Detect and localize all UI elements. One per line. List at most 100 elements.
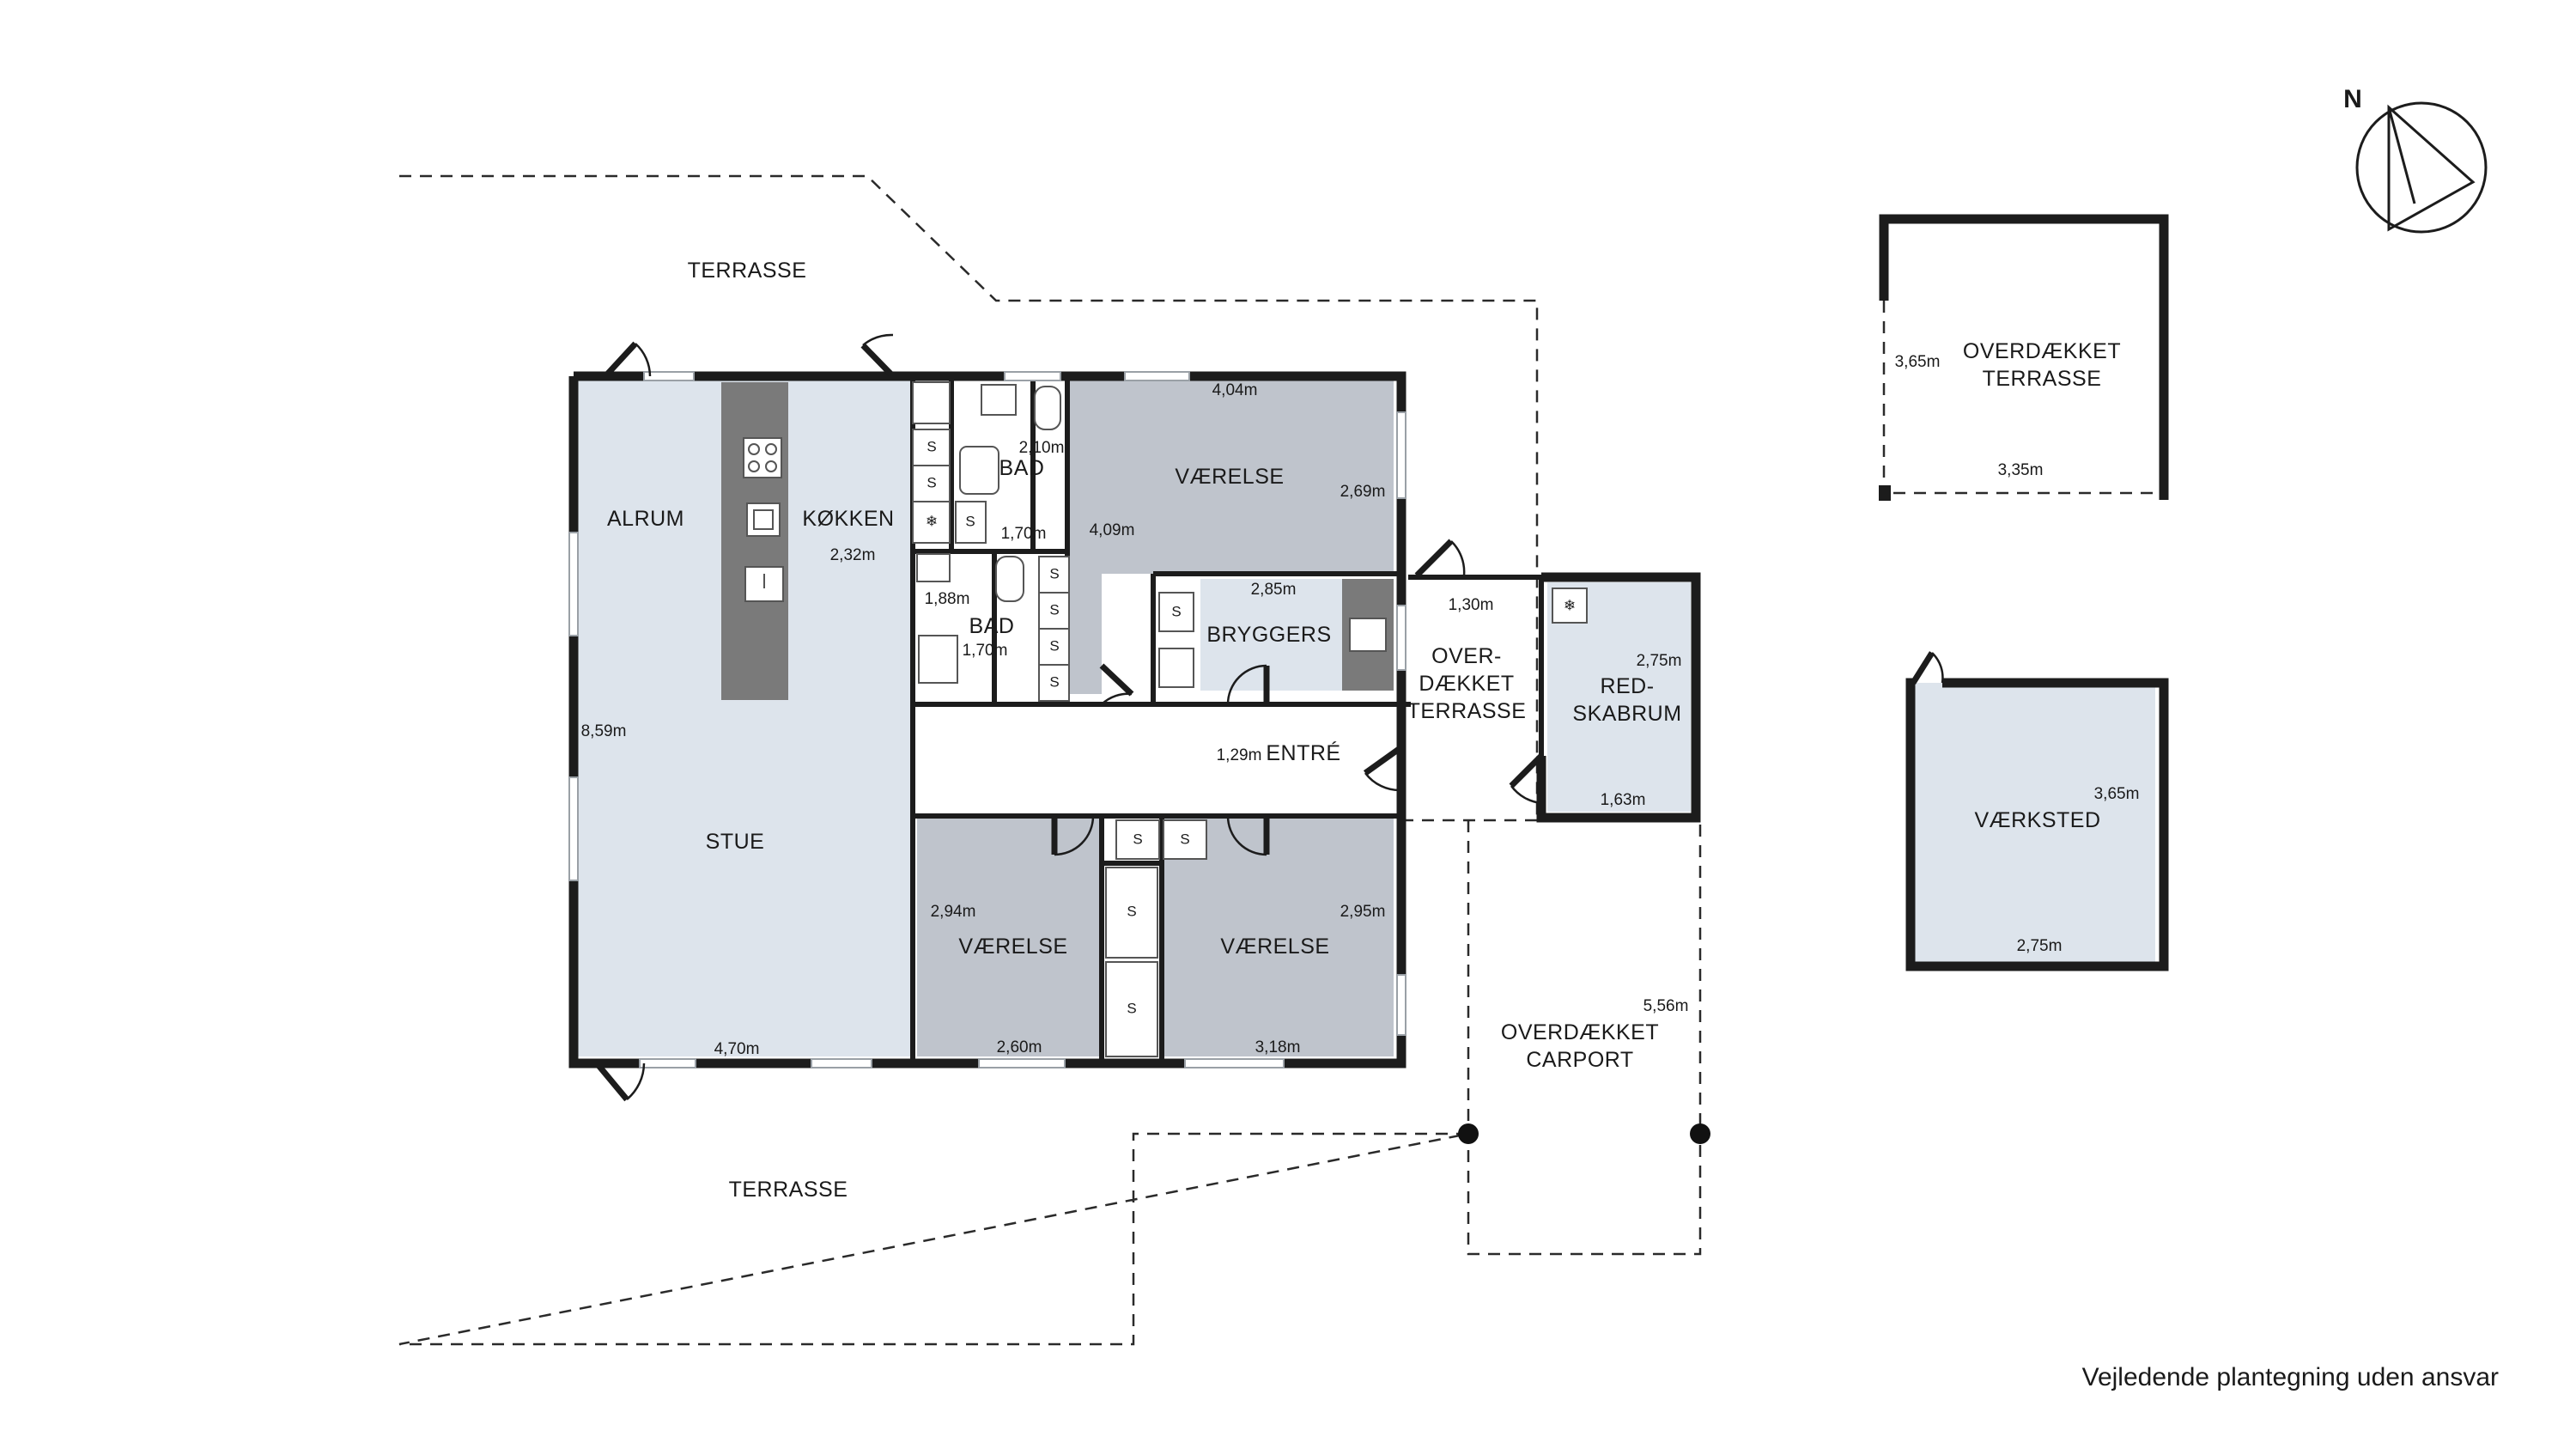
carport-post	[1690, 1123, 1710, 1144]
dim-vaerksted-depth: 3,65m	[2094, 785, 2140, 803]
door-vaerelse-2	[1051, 815, 1095, 856]
toilet-icon	[1034, 386, 1061, 430]
room-vaerelse-2: VÆRELSE	[958, 935, 1067, 959]
room-vaerelse-3: VÆRELSE	[1220, 935, 1329, 959]
closet-marker: S	[1049, 637, 1059, 654]
oven-icon	[746, 502, 781, 537]
room-vaerelse-1: VÆRELSE	[1175, 465, 1284, 489]
dim-vaerelse1-depth: 2,69m	[1340, 483, 1386, 501]
dim-hall-length: 4,09m	[1090, 521, 1135, 539]
closet-marker: S	[1049, 565, 1059, 581]
dim-bad1-depth: 1,70m	[1001, 525, 1047, 543]
compass-north-label: N	[2343, 85, 2362, 113]
kitchen-island	[721, 382, 788, 700]
closet-marker: S	[927, 438, 936, 454]
freezer-box	[1552, 588, 1588, 624]
dim-annex-terrasse-depth: 3,65m	[1895, 353, 1941, 371]
room-redskabrum-line2: SKABRUM	[1572, 702, 1681, 726]
room-overd-terrasse-line2: DÆKKET	[1419, 672, 1514, 696]
vaerksted-walls	[1905, 678, 2169, 971]
dim-stue-length: 8,59m	[581, 722, 627, 740]
room-annex-terrasse-line1: OVERDÆKKET	[1963, 339, 2121, 363]
door-vaerelse-3	[1226, 815, 1270, 856]
door-entre	[1363, 745, 1404, 792]
window	[1004, 371, 1061, 381]
terrace-outline	[398, 174, 1702, 1346]
closet-marker: S	[1049, 601, 1059, 618]
annex-terrasse-walls	[1879, 214, 2169, 500]
room-bryggers: BRYGGERS	[1206, 623, 1331, 647]
room-redskabrum-line1: RED-	[1600, 674, 1654, 698]
toilet-icon	[995, 556, 1024, 602]
closet-column-kitchen	[912, 381, 951, 544]
vaerelse-1-floor	[1084, 376, 1394, 574]
door-bryggers	[1226, 664, 1270, 705]
compass-icon	[2355, 101, 2488, 234]
closet-column-hall	[1038, 556, 1070, 702]
closet	[1105, 867, 1158, 959]
dim-vaerelse1-width: 4,04m	[1212, 381, 1258, 399]
door-overd-terrasse	[1414, 539, 1466, 578]
closet	[1163, 819, 1207, 860]
washer-icon	[1158, 648, 1194, 688]
annex-post	[1879, 485, 1891, 501]
freezer-icon: ❄	[1564, 597, 1576, 613]
vaerelse-1-floor-ext	[1067, 376, 1102, 694]
sink-icon	[744, 566, 784, 602]
closet-marker: S	[1127, 903, 1136, 919]
dim-vaerelse3-depth: 2,95m	[1340, 903, 1386, 921]
dim-annex-terrasse-width: 3,35m	[1998, 461, 2044, 479]
room-terrasse-bottom: TERRASSE	[729, 1178, 848, 1202]
closet	[1158, 592, 1194, 632]
closet	[1115, 819, 1160, 860]
dim-vaerelse2-depth: 2,94m	[931, 903, 976, 921]
closet-marker: S	[927, 474, 936, 490]
dim-bryggers-width: 2,85m	[1251, 581, 1297, 599]
room-vaerksted: VÆRKSTED	[1974, 808, 2100, 832]
room-overd-terrasse-line1: OVER-	[1431, 644, 1502, 668]
interior-walls	[910, 376, 1411, 1063]
window	[568, 532, 579, 636]
dim-bad1-width: 2,10m	[1019, 439, 1065, 457]
disclaimer-text: Vejledende plantegning uden ansvar	[2082, 1363, 2499, 1391]
carport-post	[1458, 1123, 1479, 1144]
closet-marker: S	[1049, 673, 1059, 690]
door-kokken-top	[860, 333, 896, 379]
dim-vaerelse3-width: 3,18m	[1255, 1038, 1301, 1056]
door-stue-bottom	[594, 1061, 646, 1102]
window	[568, 776, 579, 881]
closet-marker: S	[1133, 831, 1142, 847]
window	[1396, 974, 1406, 1036]
door-alrum-top	[603, 341, 652, 379]
room-terrasse-top: TERRASSE	[688, 259, 807, 283]
dim-stue-width: 4,70m	[714, 1040, 760, 1058]
closet-marker: S	[965, 513, 975, 529]
dim-redskabrum-depth: 2,75m	[1637, 652, 1682, 670]
room-annex-terrasse-line2: TERRASSE	[1983, 367, 2102, 391]
room-kokken: KØKKEN	[802, 507, 894, 531]
freezer-icon: ❄	[926, 513, 938, 529]
dim-vaerelse2-width: 2,60m	[997, 1038, 1042, 1056]
window	[811, 1058, 872, 1068]
room-bad-1: BAD	[999, 456, 1045, 480]
room-carport-line2: CARPORT	[1526, 1048, 1633, 1072]
redskabrum-walls	[1536, 572, 1701, 823]
dim-bad2-depth: 1,70m	[963, 642, 1008, 660]
dim-vaerksted-width: 2,75m	[2017, 937, 2063, 955]
dim-kokken-width: 2,32m	[830, 546, 876, 564]
door-vaerelse-1	[1099, 663, 1134, 705]
window	[1184, 1058, 1285, 1068]
window	[639, 1058, 696, 1068]
room-alrum: ALRUM	[607, 507, 684, 531]
dim-entre-width: 1,29m	[1217, 746, 1262, 764]
vaerelse-2-floor	[917, 816, 1102, 1056]
window	[1396, 605, 1406, 671]
shower-icon	[918, 635, 958, 684]
door-redskabrum	[1509, 753, 1544, 805]
closet	[1105, 961, 1158, 1057]
room-overd-terrasse-line3: TERRASSE	[1407, 699, 1527, 723]
window	[1396, 411, 1406, 499]
window	[643, 371, 695, 381]
room-bad-2: BAD	[969, 614, 1015, 638]
room-stue: STUE	[706, 830, 765, 854]
